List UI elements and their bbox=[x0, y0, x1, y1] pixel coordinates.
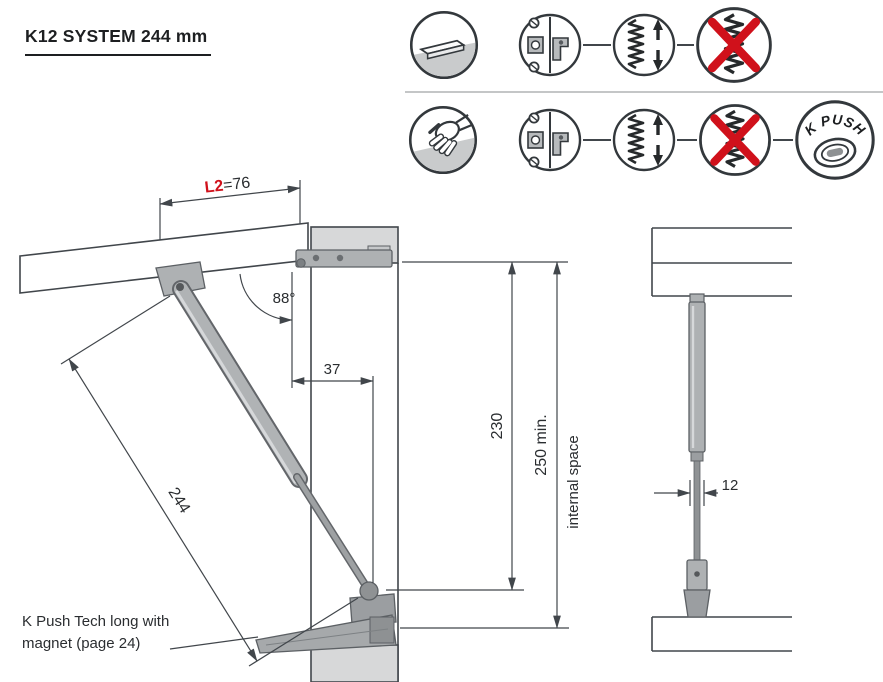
wrist-line bbox=[458, 123, 473, 132]
cross-mark bbox=[707, 17, 761, 73]
dim-opening-angle: 88° bbox=[239, 272, 296, 388]
dim-l2: L2=76 bbox=[159, 174, 301, 240]
arrow-down bbox=[653, 155, 663, 166]
no-spring-icon-svg bbox=[699, 104, 771, 176]
angle-text: 88° bbox=[273, 290, 296, 307]
hinge-icon bbox=[517, 12, 583, 78]
dim-l2-text: L2=76 bbox=[204, 174, 252, 196]
fingers bbox=[430, 134, 456, 155]
no-spring-icon-svg bbox=[696, 7, 772, 83]
rod-offset-text: 12 bbox=[722, 477, 739, 494]
arrow-up bbox=[653, 19, 663, 30]
spring-travel-icon bbox=[611, 12, 677, 78]
front-offset-text: 37 bbox=[324, 361, 341, 378]
k-push-device bbox=[255, 614, 397, 654]
spring-coil bbox=[725, 109, 745, 168]
dim-rod-offset: 12 bbox=[654, 477, 738, 506]
strut-rod-front bbox=[693, 460, 701, 563]
profile-bar-front bbox=[426, 44, 465, 60]
k-push-body bbox=[255, 614, 397, 654]
spring-coil bbox=[627, 18, 645, 70]
hinge-pivot bbox=[296, 258, 306, 268]
k-push-icon-svg: K PUSH bbox=[795, 100, 875, 180]
icon-connector bbox=[677, 44, 694, 46]
hinge-screw bbox=[336, 254, 344, 262]
hand-press-icon bbox=[407, 104, 479, 176]
strut-collar bbox=[690, 451, 704, 462]
wrist-line bbox=[455, 113, 469, 124]
spring-travel-icon-svg bbox=[612, 108, 676, 172]
arrow-down bbox=[653, 60, 663, 71]
strut-body bbox=[174, 282, 306, 486]
clamp-screw bbox=[694, 571, 700, 577]
spring-travel-icon bbox=[611, 107, 677, 173]
spring-coil bbox=[627, 113, 645, 165]
hinge-arm bbox=[552, 132, 569, 156]
door-mount-bracket bbox=[155, 261, 206, 297]
icon-row-separator bbox=[405, 91, 883, 93]
page-title: K12 SYSTEM 244 mm bbox=[25, 26, 212, 56]
min-space-text: 250 min. bbox=[533, 414, 550, 475]
hinge-screw bbox=[312, 254, 320, 262]
note-line-1: K Push Tech long with bbox=[22, 613, 169, 630]
thumb bbox=[428, 123, 441, 134]
arrow-up bbox=[653, 114, 663, 125]
no-spring-icon bbox=[694, 5, 774, 85]
k-push-note: K Push Tech long with magnet (page 24) bbox=[22, 613, 259, 652]
hinge-icon bbox=[517, 107, 583, 173]
icon-connector bbox=[583, 44, 611, 46]
ball-joint bbox=[359, 581, 379, 601]
note-leader-line bbox=[169, 636, 259, 650]
dim-front-offset: 37 bbox=[291, 361, 374, 583]
shelf-panel-icon bbox=[408, 9, 480, 81]
side-view: 12 bbox=[651, 227, 792, 652]
note-line-2: magnet (page 24) bbox=[22, 635, 140, 652]
icon-connector bbox=[677, 139, 697, 141]
hinge-arm bbox=[552, 37, 569, 61]
shelf-panel-icon-svg bbox=[409, 10, 479, 80]
strut-length-text: 244 bbox=[165, 485, 194, 517]
no-spring-icon bbox=[697, 102, 773, 178]
cross-mark bbox=[710, 114, 760, 166]
angle-arc bbox=[239, 273, 293, 324]
internal-space-text: internal space bbox=[565, 435, 582, 528]
height-230-text: 230 bbox=[489, 413, 506, 440]
strut-body-front bbox=[688, 301, 706, 453]
strut-rod bbox=[294, 474, 369, 589]
icon-connector bbox=[583, 139, 611, 141]
dim-height-230: 230 bbox=[386, 261, 568, 591]
hand-press-icon-svg bbox=[408, 105, 478, 175]
cabinet-bottom-panel bbox=[310, 644, 399, 682]
hinge-icon-svg bbox=[518, 13, 582, 77]
icon-connector bbox=[773, 139, 793, 141]
clamp-foot bbox=[683, 589, 711, 618]
spring-coil bbox=[723, 13, 745, 75]
hinge-icon-svg bbox=[518, 108, 582, 172]
spring-travel-icon-svg bbox=[612, 13, 676, 77]
upper-pivot bbox=[176, 283, 184, 291]
k-push-icon: K PUSH bbox=[793, 98, 877, 182]
hinge-assembly bbox=[295, 245, 393, 268]
dim-min-space: 250 min. internal space bbox=[400, 261, 582, 629]
hinge-arm bbox=[295, 249, 393, 268]
push-latch bbox=[813, 137, 857, 168]
gas-strut bbox=[155, 261, 379, 601]
